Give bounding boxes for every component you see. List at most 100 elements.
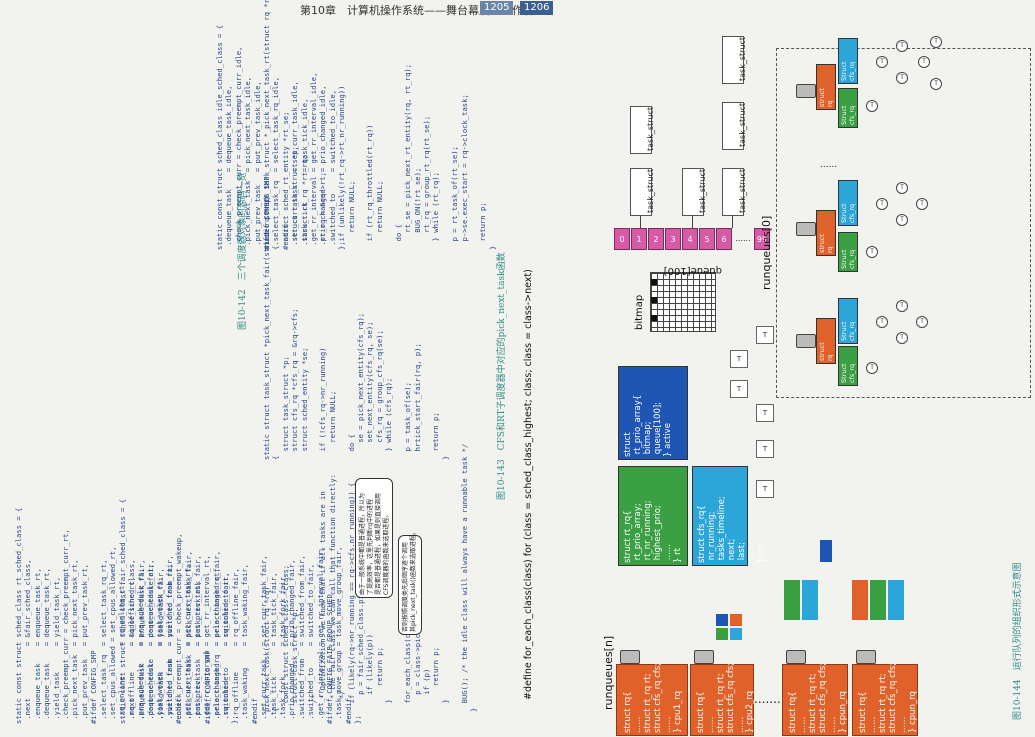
tree-circle: T <box>930 36 942 48</box>
thumb-block-cyan <box>730 628 742 640</box>
thumb-block-orange <box>730 614 742 626</box>
struct-cfs-rq-group-3-text: Struct cfs_rq <box>840 321 856 341</box>
rq-cpun2-line-1: struct rq{ <box>858 691 868 734</box>
task-struct-1a: task_struct <box>630 168 655 216</box>
rq-cpu2-line-4: struct cfs_rq cfs; <box>726 662 736 733</box>
struct-cfs-rq-group-3: Struct cfs_rq <box>838 298 858 344</box>
struct-rq-group-3: struct rq <box>816 318 836 364</box>
struct-rq-group-2: struct rq <box>816 210 836 256</box>
queue-cell-6: 6 <box>716 228 732 250</box>
rbtree-node-4: T <box>730 350 748 368</box>
tree-circle: T <box>896 182 908 194</box>
tree-circle: T <box>896 40 908 52</box>
struct-cfs-rq-group-2-text: Struct cfs_rq <box>840 203 856 223</box>
struct-cfs-rq-group-1b: Struct cfs_rq <box>838 88 858 128</box>
struct-cfs-rq-group-3b-text: Struct cfs_rq <box>840 363 856 383</box>
thumb-green-cpun2 <box>870 580 886 620</box>
tree-circle: T <box>896 72 908 84</box>
cpu1-icon <box>620 650 640 664</box>
rq-cpun2-line-4: struct cfs_rq cfs; <box>888 662 898 733</box>
struct-cfs-rq-group-1-text: Struct cfs_rq <box>840 61 856 81</box>
tree-circle: T <box>916 198 928 210</box>
rq-cpun2-line-5: ...... <box>898 716 908 733</box>
caption-fig-144: 图10-144 运行队列的组织形式示意图 <box>1013 562 1023 720</box>
rbtree-node-2: T <box>756 404 774 422</box>
struct-cfs-rq-group-3b: Struct cfs_rq <box>838 346 858 386</box>
rq-cpun2-line-2: ...... <box>868 716 878 733</box>
queue-cell-dots: ...... <box>733 228 753 250</box>
rt-rq-box-text: struct rt_rq{ rt_prio_array; rt_nr_runni… <box>623 500 683 563</box>
tree-circle: T <box>896 214 908 226</box>
tree-circle: T <box>866 362 878 374</box>
rbtree-node-5: T <box>756 326 774 344</box>
page-number-right: 1206 <box>520 1 554 15</box>
task-struct-label: task_struct <box>646 168 655 213</box>
rq-cpu2-line-3: struct rt_rq rt; <box>716 673 726 733</box>
queue-cell-0: 0 <box>614 228 630 250</box>
rq-cpun1-line-1: struct rq{ <box>788 691 798 734</box>
tree-circle: T <box>916 316 928 328</box>
thumb-cyan-cpun2 <box>888 580 904 620</box>
thumb-blue-cpun <box>820 540 832 562</box>
tree-circle: T <box>896 300 908 312</box>
bitmap-bit-set <box>651 315 657 321</box>
queue-cell-3: 3 <box>665 228 681 250</box>
link-line <box>732 216 733 228</box>
cpu2-icon <box>694 650 714 664</box>
rq-cpun2-line-3: struct rt_rq rt; <box>878 673 888 733</box>
rq-cpun1-line-2: ...... <box>798 716 808 733</box>
task-struct-4a: task_struct <box>682 168 707 216</box>
queue-cell-4: 4 <box>682 228 698 250</box>
cpun-icon-2 <box>856 650 876 664</box>
task-struct-label: task_struct <box>738 36 747 81</box>
queue-label: queue[100] <box>663 265 722 276</box>
thumb-block-blue <box>716 614 728 626</box>
rq-cpu1-line-4: struct cfs_rq cfs; <box>653 662 663 733</box>
rq-cpun1-line-6: } cpun_rq <box>838 691 848 733</box>
rq-cpun1-line-5: ...... <box>828 716 838 733</box>
group-icon-3 <box>796 334 816 348</box>
runqueues-n-label: runqueues[n] <box>602 635 615 710</box>
tree-circle: T <box>866 246 878 258</box>
rt-prio-array-text: struct rt_prio_array{ bitmap; queue[100]… <box>623 394 673 457</box>
rq-cpu1-line-1: struct rq{ <box>623 691 633 734</box>
struct-rq-group-3-text: struct rq <box>818 342 834 361</box>
group-icon-1 <box>796 84 816 98</box>
group-dots: ...... <box>820 160 838 170</box>
rq-cpu1-line-6: } cpu1_rq <box>673 691 683 733</box>
task-struct-label: task_struct <box>646 106 655 151</box>
queue-cell-99: 99 <box>754 228 770 250</box>
code-pick-next-task-fair: static struct task_struct *pick_next_tas… <box>262 196 450 460</box>
runqueues-0-label: runqueues[0] <box>760 215 773 290</box>
thumb-green-cpun <box>784 580 800 620</box>
task-struct-1b: task_struct <box>630 106 655 154</box>
task-struct-label: task_struct <box>738 102 747 147</box>
group-icon-2 <box>796 222 816 236</box>
struct-cfs-rq-group-2b: Struct cfs_rq <box>838 232 858 272</box>
rq-cpu1-line-5: ...... <box>663 716 673 733</box>
rbtree-node-1: T <box>756 440 774 458</box>
rq-cpu2-line-1: struct rq{ <box>696 691 706 734</box>
rq-cpu1-line-3: struct rt_rq rt; <box>643 673 653 733</box>
task-struct-6b: task_struct <box>722 102 747 150</box>
link-line <box>640 216 641 228</box>
bitmap-grid <box>650 272 716 332</box>
tree-circle: T <box>876 316 888 328</box>
bitmap-label: bitmap <box>634 294 645 330</box>
tree-circle: T <box>918 56 930 68</box>
page-header: 第10章 计算机操作系统——舞台幕后的工作者 1205 1206 <box>0 0 1035 18</box>
queue-cell-1: 1 <box>631 228 647 250</box>
rt-prio-array-box: struct rt_prio_array{ bitmap; queue[100]… <box>618 366 688 460</box>
cfs-rq-box-text: struct cfs_rq{ nr_running; tasks_timelin… <box>697 496 767 563</box>
bitmap-bit-set <box>651 297 657 303</box>
tree-circle: T <box>896 332 908 344</box>
for-each-class-macro: #define for_each_class(class) for (class… <box>523 269 534 700</box>
code-pick-next-task-rt: static struct task_struct *_pick_next_ta… <box>262 0 497 250</box>
struct-cfs-rq-group-1b-text: Struct cfs_rq <box>840 105 856 125</box>
rbtree-node-6: T <box>756 480 774 498</box>
rq-box-cpu2: struct rq{ ...... struct rt_rq rt; struc… <box>690 662 755 736</box>
rq-box-cpun-2: struct rq{ ...... struct rt_rq rt; struc… <box>852 662 918 736</box>
tree-circle: T <box>876 56 888 68</box>
chapter-title: 第10章 计算机操作系统——舞台幕后的工作者 <box>300 4 534 17</box>
note-fair-optimization: 由于一般系统中都是普通进程，所以为 了提高效率，这里先判断rq中的进程 是否都是… <box>355 478 393 598</box>
